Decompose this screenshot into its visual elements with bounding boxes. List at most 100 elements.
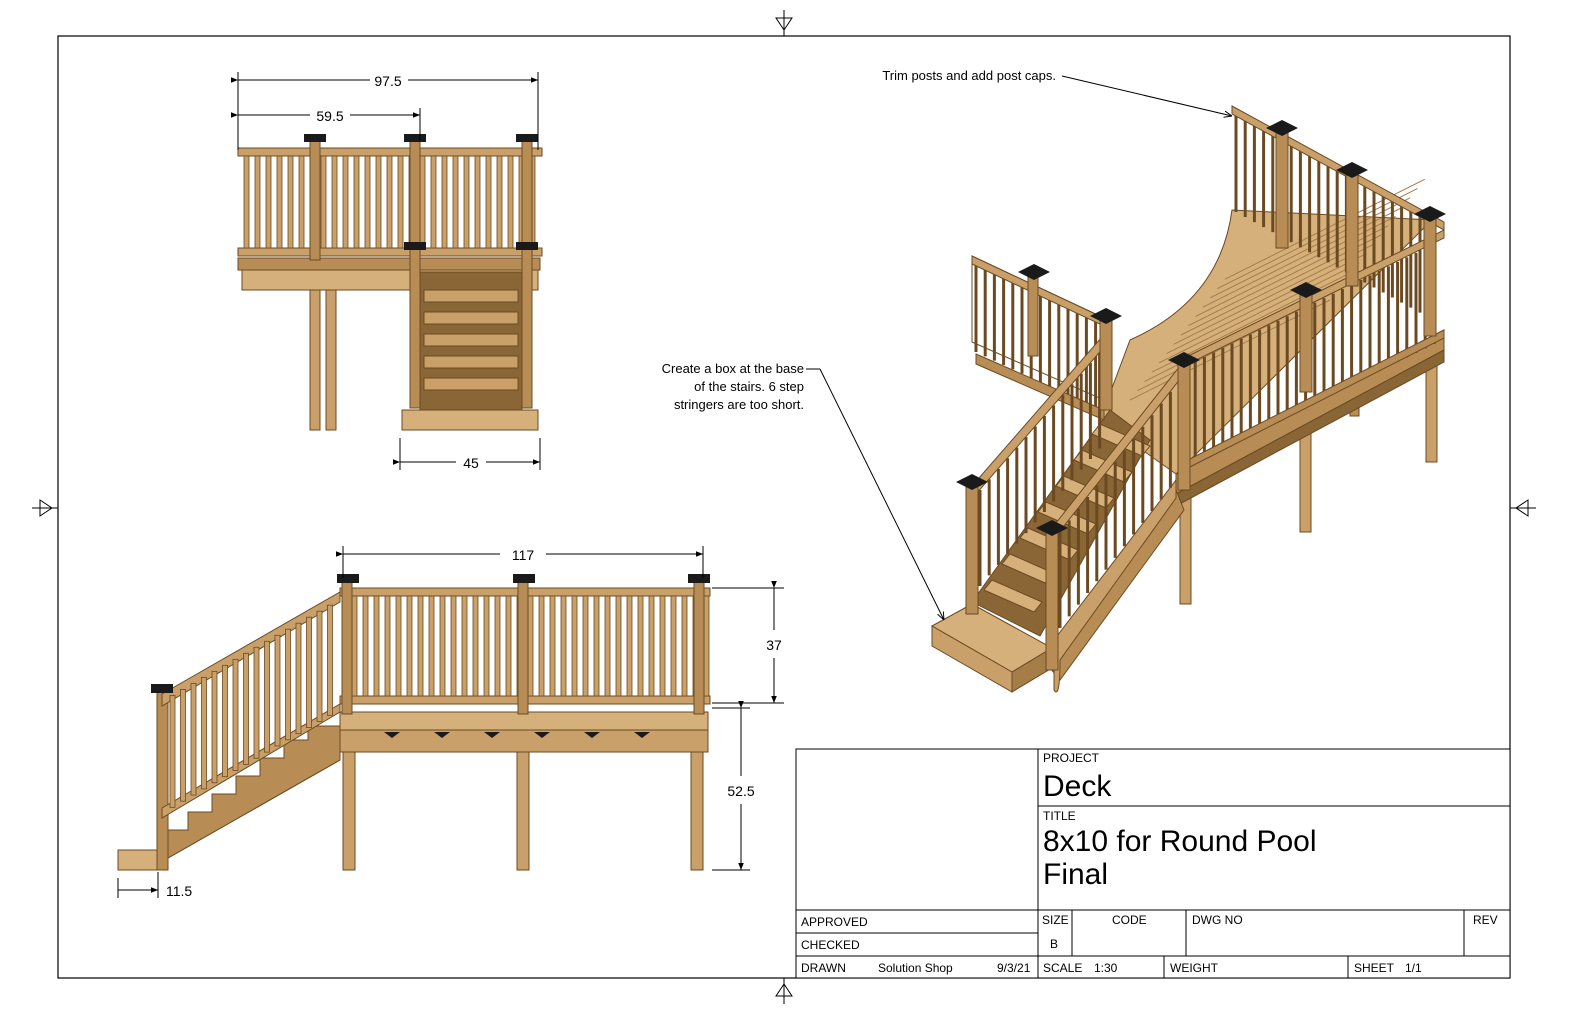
sheet-value: 1/1 (1405, 961, 1422, 975)
isometric-view (930, 105, 1446, 693)
baluster (254, 155, 261, 249)
baluster (243, 155, 250, 249)
baluster (243, 652, 249, 765)
post-cap (1266, 120, 1298, 136)
baluster (463, 155, 470, 249)
baluster (505, 595, 512, 697)
post-cap (1290, 282, 1322, 298)
top-view-dimensions (231, 72, 541, 470)
baluster (637, 595, 644, 697)
title-block (795, 748, 1511, 979)
baluster (285, 628, 291, 741)
baluster (430, 155, 437, 249)
post-cap (151, 684, 173, 693)
baluster (681, 595, 688, 697)
baluster (306, 616, 312, 728)
baluster (274, 634, 281, 747)
baluster (180, 688, 186, 802)
baluster (983, 579, 1043, 613)
weight-label: WEIGHT (1170, 961, 1219, 975)
front-view-dimensions (117, 546, 784, 898)
drawn-label: DRAWN (801, 961, 846, 975)
baluster (295, 622, 302, 735)
center-mark-right (1510, 499, 1536, 517)
baluster (351, 595, 358, 697)
baluster (549, 595, 556, 697)
baluster (298, 155, 305, 249)
post-cap (304, 134, 326, 142)
baluster (593, 595, 600, 697)
baluster (494, 595, 501, 697)
baluster (527, 595, 534, 697)
title-label: TITLE (1043, 809, 1076, 823)
dim-top-partial: 59.5 (316, 108, 343, 124)
size-label: SIZE (1042, 913, 1069, 927)
baluster (342, 155, 349, 249)
baluster (626, 595, 633, 697)
baluster (496, 155, 503, 249)
code-label: CODE (1112, 913, 1147, 927)
baluster (222, 664, 228, 778)
title-line-2: Final (1043, 858, 1108, 891)
post-cap (513, 574, 535, 583)
baluster (211, 670, 218, 784)
baluster (582, 595, 589, 697)
baluster (1202, 206, 1404, 308)
baluster (316, 610, 323, 722)
baluster (386, 155, 393, 249)
post-cap (1336, 162, 1368, 178)
scale-label: SCALE (1043, 961, 1082, 975)
baluster (264, 640, 270, 753)
baluster (441, 155, 448, 249)
dim-front-width: 117 (512, 547, 535, 563)
scale-value: 1:30 (1094, 961, 1118, 975)
baluster (450, 595, 457, 697)
baluster (253, 646, 260, 759)
baluster (190, 682, 197, 796)
baluster (1166, 253, 1367, 355)
baluster (604, 595, 611, 697)
post-cap (404, 134, 426, 142)
post-cap (337, 574, 359, 583)
approved-label: APPROVED (801, 915, 868, 929)
baluster (483, 595, 490, 697)
baluster (648, 595, 655, 697)
baluster (320, 155, 327, 249)
post-cap (516, 242, 538, 250)
dim-top-stair: 45 (463, 455, 479, 471)
baluster (169, 695, 176, 808)
baluster (265, 155, 272, 249)
post-cap (1168, 352, 1200, 368)
baluster (472, 595, 479, 697)
sheet-label: SHEET (1354, 961, 1395, 975)
title-line-1: 8x10 for Round Pool (1043, 825, 1317, 858)
baluster (615, 595, 622, 697)
dwg-no-label: DWG NO (1192, 913, 1243, 927)
baluster (1195, 215, 1396, 317)
post-cap (1414, 206, 1446, 222)
checked-label: CHECKED (801, 938, 860, 952)
dim-front-rail-height: 37 (766, 637, 782, 653)
baluster (428, 595, 435, 697)
size-value: B (1050, 937, 1058, 951)
drawn-by: Solution Shop (878, 961, 953, 975)
baluster (384, 595, 391, 697)
baluster (364, 155, 371, 249)
note-stair-box-2: of the stairs. 6 step (694, 379, 804, 394)
post-cap (1090, 308, 1122, 324)
baluster (375, 155, 382, 249)
top-view (237, 134, 543, 431)
baluster (276, 155, 283, 249)
post-cap (956, 474, 988, 490)
baluster (287, 155, 294, 249)
baluster (560, 595, 567, 697)
annotation-leaders (806, 75, 1232, 620)
baluster (327, 604, 333, 716)
front-view (117, 574, 711, 871)
baluster (538, 595, 545, 697)
project-label: PROJECT (1043, 751, 1100, 765)
drawn-date: 9/3/21 (997, 961, 1031, 975)
baluster (439, 595, 446, 697)
baluster (201, 676, 207, 790)
